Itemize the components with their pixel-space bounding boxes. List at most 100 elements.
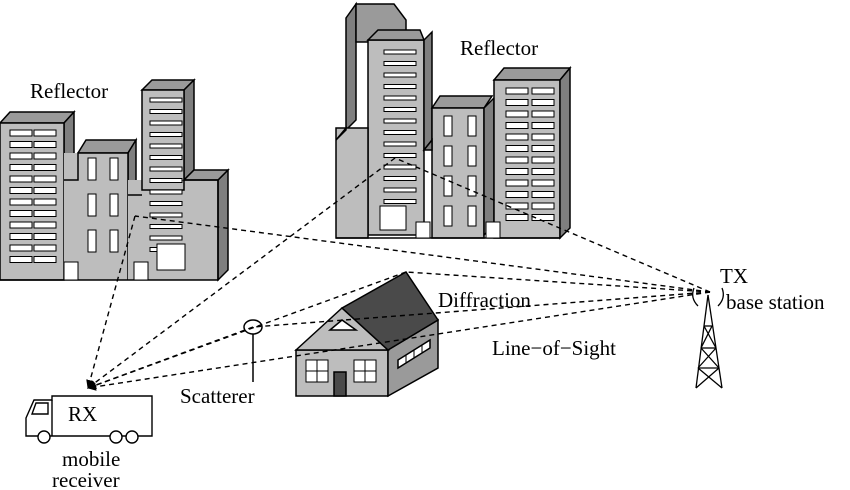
window xyxy=(33,141,57,148)
window xyxy=(9,256,33,263)
left-building-windows xyxy=(9,97,183,263)
mobile-label: mobile xyxy=(62,447,120,471)
window xyxy=(87,193,97,217)
window xyxy=(33,256,57,263)
window xyxy=(149,132,183,137)
diffraction-label: Diffraction xyxy=(438,288,531,312)
window xyxy=(33,210,57,217)
window xyxy=(9,164,33,171)
window xyxy=(531,110,555,118)
reflection-path-right xyxy=(394,157,711,293)
window xyxy=(149,97,183,103)
window xyxy=(9,152,33,160)
window xyxy=(531,156,555,164)
window xyxy=(383,95,417,101)
window xyxy=(33,198,57,206)
window xyxy=(149,189,183,195)
window xyxy=(505,99,529,106)
window xyxy=(383,61,417,66)
window xyxy=(505,179,529,187)
window xyxy=(149,212,183,218)
window xyxy=(383,107,417,112)
line-of-sight-path xyxy=(87,291,711,391)
window xyxy=(87,157,97,181)
window xyxy=(505,168,529,175)
window xyxy=(505,191,529,198)
window xyxy=(531,122,555,129)
window xyxy=(505,156,529,164)
window xyxy=(467,145,477,167)
right-building-windows xyxy=(383,49,555,227)
window xyxy=(33,152,57,160)
window xyxy=(383,187,417,193)
window xyxy=(9,129,33,137)
right-building-doors xyxy=(379,205,501,239)
window xyxy=(505,214,529,221)
window xyxy=(531,133,555,141)
window xyxy=(9,210,33,217)
window xyxy=(33,221,57,229)
window xyxy=(149,235,183,241)
window xyxy=(383,49,417,55)
window xyxy=(531,202,555,210)
window xyxy=(505,202,529,210)
window xyxy=(383,199,417,204)
window xyxy=(383,153,417,158)
lamp-post-icon xyxy=(243,319,263,382)
window xyxy=(383,84,417,89)
window xyxy=(9,175,33,183)
base-station-label: base station xyxy=(726,290,825,314)
reflection-path-right-return xyxy=(87,157,396,389)
window xyxy=(149,201,183,206)
window xyxy=(109,157,119,181)
window xyxy=(33,187,57,194)
window xyxy=(467,175,477,197)
window xyxy=(33,164,57,171)
window xyxy=(531,145,555,152)
line-of-sight-label: Line−of−Sight xyxy=(492,336,616,360)
window xyxy=(531,191,555,198)
left-reflector-buildings xyxy=(0,78,230,282)
window xyxy=(33,244,57,252)
window xyxy=(443,175,453,197)
window xyxy=(149,155,183,160)
reflection-path-left xyxy=(134,215,711,293)
window xyxy=(443,115,453,137)
van-icon xyxy=(25,395,153,444)
window xyxy=(149,120,183,126)
receiver-label: receiver xyxy=(52,468,120,490)
window xyxy=(467,115,477,137)
window xyxy=(505,122,529,129)
window xyxy=(383,130,417,135)
window xyxy=(9,187,33,194)
window xyxy=(109,193,119,217)
rx-label: RX xyxy=(68,402,97,426)
window xyxy=(531,179,555,187)
window xyxy=(505,145,529,152)
window xyxy=(443,205,453,227)
window xyxy=(467,205,477,227)
window xyxy=(149,143,183,149)
window xyxy=(383,72,417,78)
tx-label: TX xyxy=(720,264,748,288)
window xyxy=(33,129,57,137)
window xyxy=(505,133,529,141)
window xyxy=(9,141,33,148)
right-reflector-buildings xyxy=(335,1,572,240)
window xyxy=(531,99,555,106)
diffraction-house xyxy=(294,271,440,398)
window xyxy=(9,221,33,229)
window xyxy=(9,244,33,252)
window xyxy=(149,109,183,114)
scatter-path-return xyxy=(87,326,254,389)
scatter-path xyxy=(252,291,711,328)
left-building-doors xyxy=(63,243,186,281)
reflector-left-label: Reflector xyxy=(30,79,108,103)
window xyxy=(109,229,119,253)
window xyxy=(383,118,417,124)
reflector-right-label: Reflector xyxy=(460,36,538,60)
window xyxy=(87,229,97,253)
lattice-tower-icon xyxy=(692,287,724,389)
window xyxy=(383,141,417,147)
window xyxy=(383,176,417,181)
